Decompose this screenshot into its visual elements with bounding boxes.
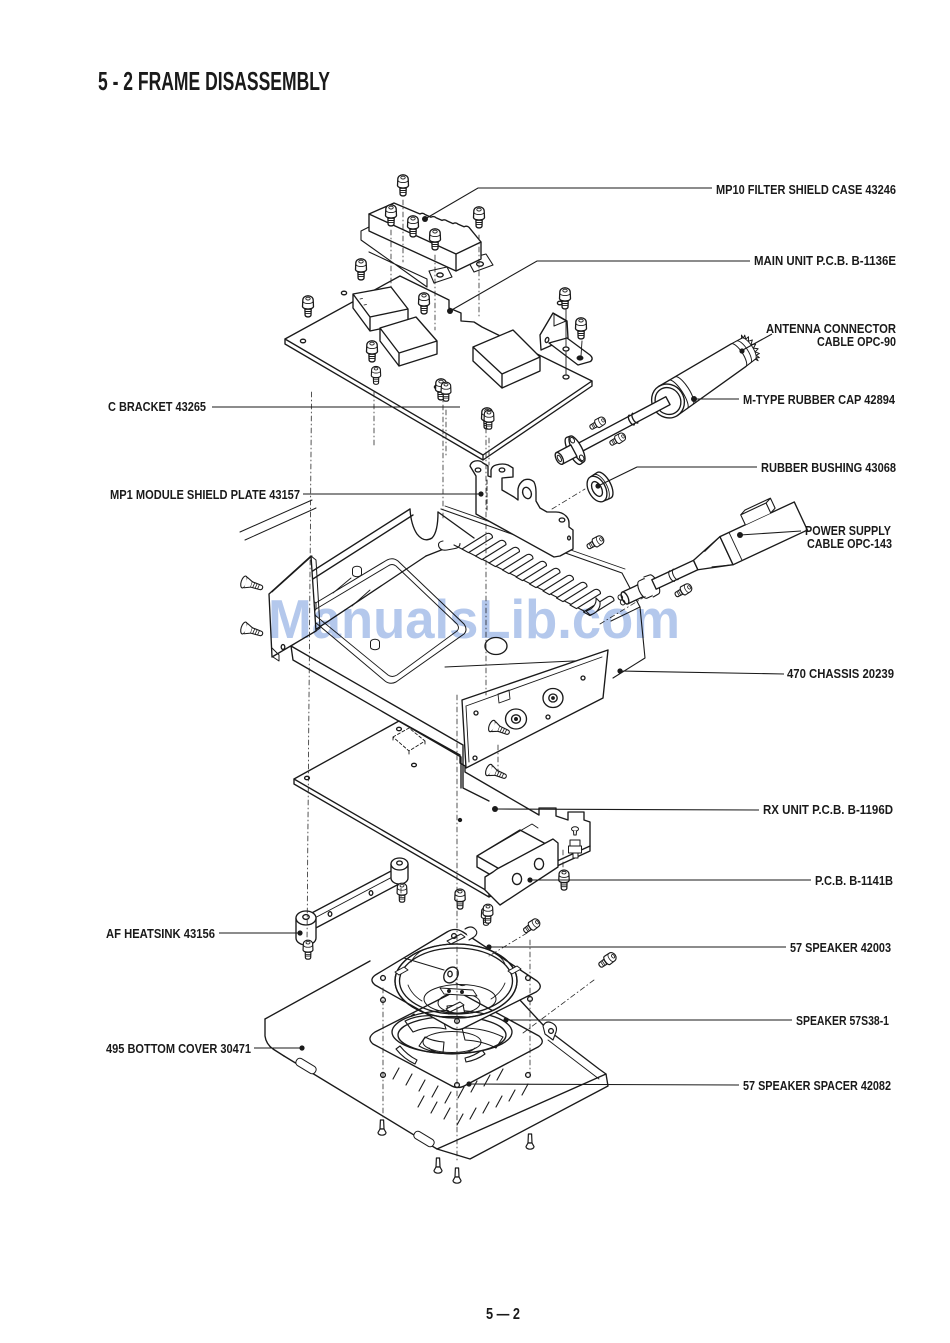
svg-text:RX UNIT P.C.B. B-1196D: RX UNIT P.C.B. B-1196D bbox=[763, 803, 893, 817]
svg-text:ManualsLib.com: ManualsLib.com bbox=[268, 588, 680, 650]
svg-text:57 SPEAKER SPACER 42082: 57 SPEAKER SPACER 42082 bbox=[743, 1079, 891, 1093]
svg-text:AF HEATSINK 43156: AF HEATSINK 43156 bbox=[106, 927, 215, 941]
svg-text:RUBBER BUSHING 43068: RUBBER BUSHING 43068 bbox=[761, 461, 896, 475]
svg-text:POWER SUPPLY: POWER SUPPLY bbox=[805, 524, 892, 538]
svg-text:5 — 2: 5 — 2 bbox=[486, 1306, 520, 1323]
svg-text:CABLE OPC-90: CABLE OPC-90 bbox=[817, 335, 896, 349]
svg-text:CABLE OPC-143: CABLE OPC-143 bbox=[807, 537, 892, 551]
svg-text:57 SPEAKER 42003: 57 SPEAKER 42003 bbox=[790, 941, 891, 955]
svg-text:C BRACKET 43265: C BRACKET 43265 bbox=[108, 400, 206, 414]
svg-text:M-TYPE RUBBER CAP 42894: M-TYPE RUBBER CAP 42894 bbox=[743, 393, 895, 407]
svg-text:SPEAKER 57S38-1: SPEAKER 57S38-1 bbox=[796, 1014, 889, 1028]
svg-text:470 CHASSIS 20239: 470 CHASSIS 20239 bbox=[787, 667, 894, 681]
svg-text:5 - 2 FRAME DISASSEMBLY: 5 - 2 FRAME DISASSEMBLY bbox=[98, 66, 330, 96]
svg-text:P.C.B. B-1141B: P.C.B. B-1141B bbox=[815, 874, 893, 888]
svg-text:MP10 FILTER SHIELD CASE 43246: MP10 FILTER SHIELD CASE 43246 bbox=[716, 183, 896, 197]
svg-text:495 BOTTOM COVER 30471: 495 BOTTOM COVER 30471 bbox=[106, 1042, 251, 1056]
svg-text:MP1 MODULE SHIELD PLATE 43157: MP1 MODULE SHIELD PLATE 43157 bbox=[110, 488, 300, 502]
svg-text:MAIN UNIT P.C.B. B-1136E: MAIN UNIT P.C.B. B-1136E bbox=[754, 254, 896, 268]
svg-text:ANTENNA CONNECTOR: ANTENNA CONNECTOR bbox=[766, 322, 896, 336]
